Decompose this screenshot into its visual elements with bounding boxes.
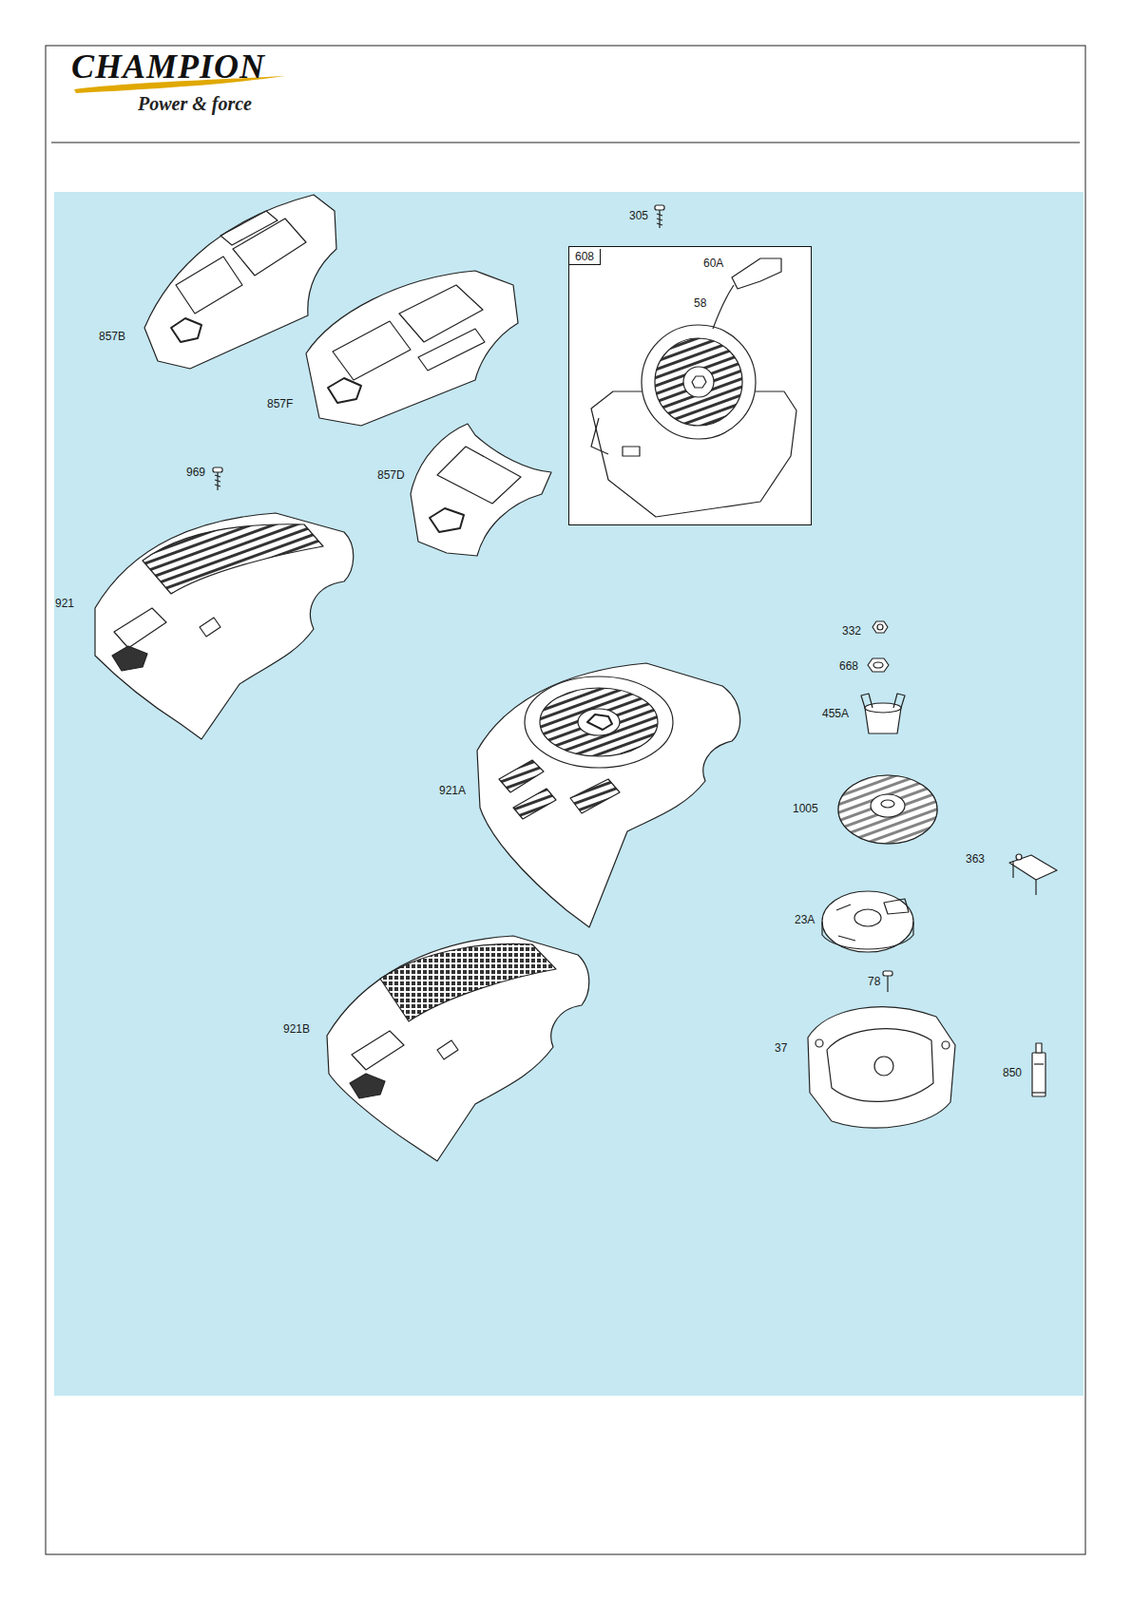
callout-number: 857D	[377, 468, 405, 482]
engine-cover	[95, 513, 354, 740]
assembly-number: 608	[569, 249, 601, 266]
callout-number: 921A	[439, 784, 466, 798]
washer	[867, 658, 889, 672]
cover-insert	[306, 270, 519, 426]
callout-number: 363	[965, 852, 985, 866]
screw	[212, 467, 223, 491]
callout-number: 1005	[792, 802, 819, 816]
assembly-box: 608	[568, 246, 812, 526]
brand-logo: CHAMPION	[71, 47, 266, 86]
recoil-starter	[591, 258, 797, 518]
header-rule	[51, 142, 1080, 144]
callout-number: 332	[842, 624, 862, 638]
callout-number: 60A	[703, 256, 724, 270]
callout-number: 78	[867, 975, 881, 989]
callout-number: 23A	[794, 913, 815, 927]
callout-number: 455A	[822, 707, 849, 721]
screw	[882, 971, 893, 993]
screw	[654, 205, 665, 229]
ignition-module	[822, 891, 914, 953]
callout-number: 668	[839, 659, 859, 673]
nut	[872, 621, 888, 634]
callout-number: 969	[186, 465, 206, 480]
callout-number: 37	[774, 1041, 787, 1056]
callout-number: 857F	[267, 397, 293, 411]
cover-insert	[144, 194, 337, 369]
sealant-tube	[1032, 1043, 1046, 1097]
callout-number: 850	[1002, 1066, 1022, 1080]
brand-slogan: Power & force	[137, 93, 252, 115]
callout-number: 58	[693, 296, 707, 310]
engine-cover	[326, 936, 590, 1162]
starter-cup	[861, 693, 905, 734]
engine-cover	[477, 663, 741, 928]
blower-housing	[807, 1007, 956, 1129]
diagram-ground	[54, 191, 1084, 1397]
page-frame	[45, 45, 1086, 1555]
callout-number: 921B	[283, 1022, 310, 1037]
bracket	[1009, 854, 1057, 896]
callout-number: 921	[55, 596, 75, 611]
cover-insert	[410, 423, 552, 557]
flywheel	[838, 775, 938, 845]
callout-number: 305	[629, 209, 649, 223]
callout-number: 857B	[98, 329, 126, 344]
